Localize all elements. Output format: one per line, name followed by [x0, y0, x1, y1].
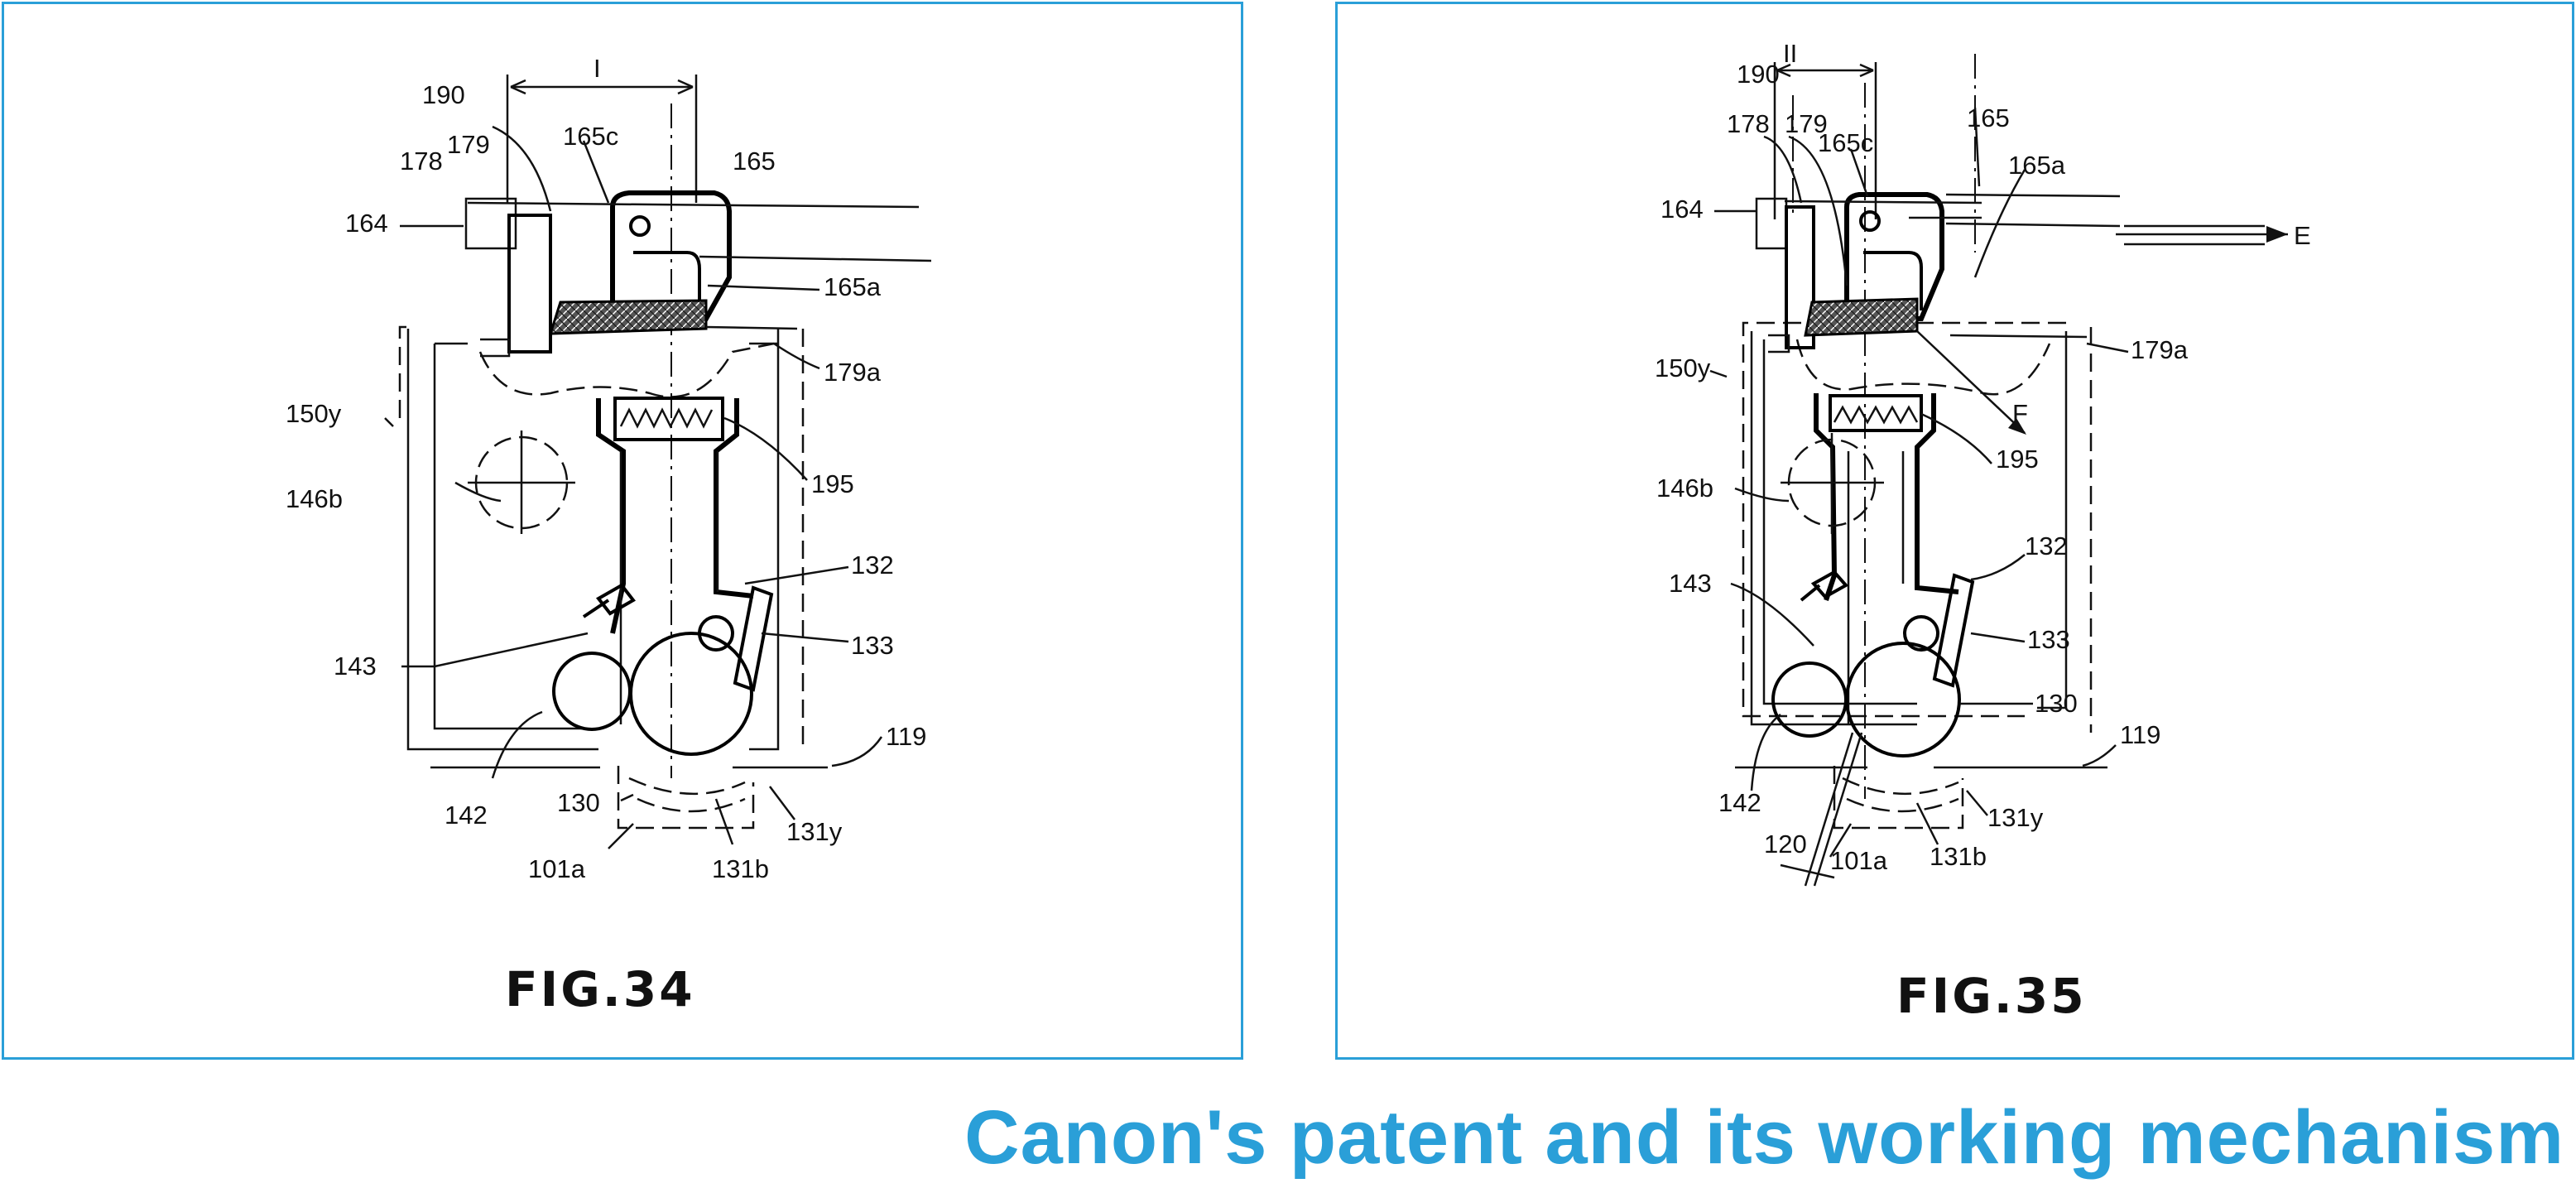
figure-34-panel: 190 178 179 165c 165 I 164 165a 179a 150…	[2, 2, 1243, 1060]
label-179a: 179a	[2131, 335, 2189, 364]
label-120: 120	[1764, 830, 1807, 859]
label-131y: 131y	[786, 817, 843, 846]
label-119: 119	[2120, 720, 2160, 749]
dimension-label: II	[1783, 39, 1797, 68]
label-131y: 131y	[1987, 803, 2044, 832]
label-179: 179	[447, 130, 490, 159]
label-178: 178	[400, 147, 443, 176]
figure-34-drawing: 190 178 179 165c 165 I 164 165a 179a 150…	[286, 54, 932, 1017]
label-133: 133	[851, 631, 894, 660]
fig34-labels: 190 178 179 165c 165 I 164 165a 179a 150…	[286, 54, 926, 883]
figure-35-panel: 190 II 178 179 165c 165 165a E 164 150y …	[1335, 2, 2574, 1060]
label-190: 190	[1737, 60, 1780, 89]
label-150y: 150y	[1655, 354, 1711, 382]
fig35-mechanism	[1709, 54, 2288, 887]
label-165c: 165c	[563, 122, 618, 151]
label-164: 164	[1660, 195, 1704, 224]
label-132: 132	[2025, 531, 2068, 560]
fig34-mechanism	[384, 75, 932, 849]
label-165: 165	[733, 147, 776, 176]
label-132: 132	[851, 551, 894, 580]
dimension-label: I	[594, 54, 601, 83]
label-143: 143	[1669, 569, 1712, 598]
figure-35-drawing: 190 II 178 179 165c 165 165a E 164 150y …	[1655, 39, 2311, 1024]
label-F: F	[2012, 399, 2028, 428]
label-165a: 165a	[2008, 151, 2066, 180]
label-130: 130	[2035, 689, 2078, 718]
label-E: E	[2294, 221, 2311, 250]
label-165: 165	[1967, 103, 2010, 132]
label-150y: 150y	[286, 399, 342, 428]
label-146b: 146b	[286, 484, 343, 513]
label-131b: 131b	[1930, 842, 1987, 871]
label-179a: 179a	[824, 358, 882, 387]
label-130: 130	[557, 788, 600, 817]
label-195: 195	[811, 469, 854, 498]
label-101a: 101a	[528, 854, 586, 883]
label-142: 142	[1718, 788, 1761, 817]
label-133: 133	[2027, 625, 2070, 654]
label-178: 178	[1727, 109, 1770, 138]
label-164: 164	[345, 209, 388, 238]
label-143: 143	[334, 652, 377, 681]
page-caption: Canon's patent and its working mechanism	[964, 1095, 2564, 1180]
label-190: 190	[422, 80, 465, 109]
label-131b: 131b	[712, 854, 769, 883]
figure-title: FIG.35	[1896, 968, 2087, 1024]
label-165c: 165c	[1818, 128, 1873, 157]
figure-title: FIG.34	[505, 961, 695, 1017]
label-165a: 165a	[824, 272, 882, 301]
label-195: 195	[1996, 445, 2039, 474]
label-179: 179	[1785, 109, 1828, 138]
label-146b: 146b	[1656, 474, 1713, 503]
label-119: 119	[886, 722, 926, 751]
label-142: 142	[445, 801, 488, 830]
label-101a: 101a	[1830, 846, 1888, 875]
fig35-labels: 190 II 178 179 165c 165 165a E 164 150y …	[1655, 39, 2311, 875]
